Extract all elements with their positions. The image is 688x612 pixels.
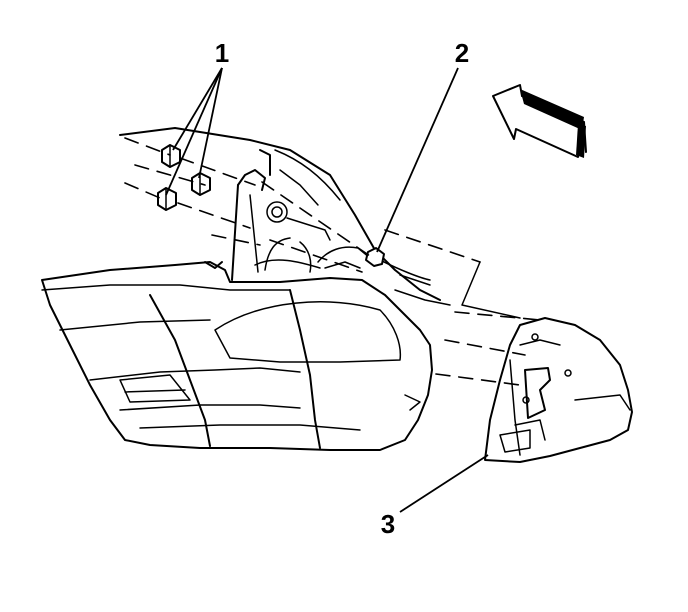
lamp-assembly-outer: [484, 317, 633, 463]
callout-3: 3: [381, 509, 395, 539]
leader-lines: [165, 67, 489, 513]
forward-arrow-icon: [492, 84, 587, 158]
tail-lamp-assembly: [41, 261, 433, 451]
vehicle-rear-quarter: [119, 127, 451, 306]
nut-icon: [161, 144, 181, 168]
callout-2: 2: [455, 38, 469, 68]
connector-icon: [365, 247, 385, 267]
callout-1: 1: [215, 38, 229, 68]
nut-icon: [157, 187, 177, 211]
alignment-lines: [124, 137, 541, 386]
